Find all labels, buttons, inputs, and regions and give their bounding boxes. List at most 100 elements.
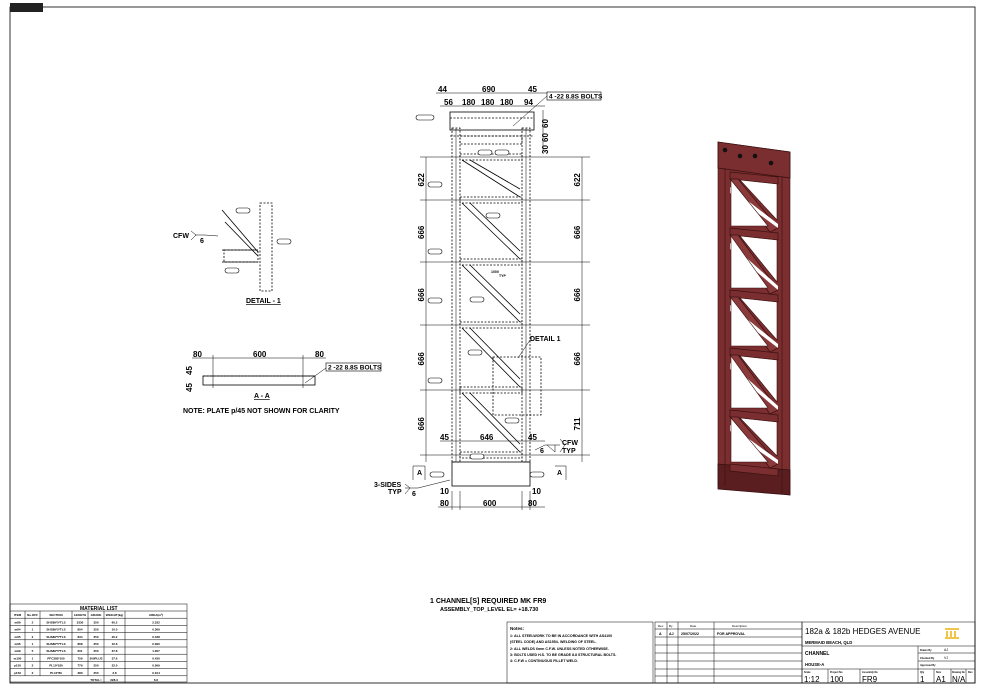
material-cell: 250 — [93, 671, 98, 675]
approved-by-label: Approved By — [920, 664, 936, 667]
material-cell: 779 — [77, 664, 82, 668]
diagonal-brace — [469, 264, 521, 315]
project-no: 100 — [830, 675, 844, 684]
bolt-dim-4: 180 — [500, 98, 514, 107]
section-aa-view: 80 600 80 45 45 2 -22 8.8S BOLTS A - A N… — [183, 350, 382, 415]
material-cell: 10.0 — [112, 628, 118, 632]
right-dim: 711 — [573, 417, 582, 430]
rev-row-rev: A — [659, 632, 662, 636]
iso-horizontal-member — [729, 409, 779, 423]
material-header-cell: LENGTH — [74, 613, 86, 617]
note-line-3: 2: ALL WELDS 6mm C.F.W. UNLESS NOTED OTH… — [510, 647, 609, 651]
detail-weld-size: 6 — [200, 238, 204, 245]
left-dim: 622 — [417, 173, 426, 187]
material-cell: SHS89*5*TLS — [46, 628, 65, 632]
diagonal-brace — [469, 159, 521, 190]
material-header-cell: No.OFF — [27, 613, 38, 617]
material-cell: PL10*180 — [49, 664, 63, 668]
rev-row-date: 25/07/2022 — [681, 632, 699, 636]
bolt-dim-3: 180 — [481, 98, 495, 107]
material-cell: m99 — [14, 649, 20, 653]
bottom-dim-main: 646 — [480, 433, 494, 442]
material-cell: 10.6 — [112, 642, 118, 646]
left-dim: 666 — [417, 225, 426, 239]
size-label: Size — [936, 671, 942, 674]
checked-by-label: Checked By — [920, 657, 935, 660]
iso-opening — [730, 355, 769, 409]
iso-horizontal-member — [729, 463, 779, 477]
section-marker-right: A — [557, 470, 562, 477]
bolt-dim-2: 180 — [462, 98, 476, 107]
diagonal-brace — [469, 327, 521, 380]
drawing-no-label: Drawing No — [952, 672, 965, 674]
material-cell: 20.2 — [112, 635, 118, 639]
base-width-left: 80 — [440, 499, 449, 508]
top-dim-left: 44 — [438, 85, 447, 94]
notes-block: Notes: 1: ALL STEELWORK TO BE IN ACCORDA… — [506, 621, 654, 684]
iso-opening — [730, 297, 769, 347]
section-aa-note: NOTE: PLATE p/45 NOT SHOWN FOR CLARITY — [183, 408, 340, 415]
project-no-label: Project No — [830, 671, 843, 674]
material-cell: 868 — [77, 642, 82, 646]
material-cell: 350 — [93, 628, 98, 632]
material-cell: 759 — [77, 656, 82, 660]
requirement-line-1: 1 CHANNEL[S] REQUIRED MK FR9 — [430, 598, 546, 605]
iso-horizontal-member — [729, 347, 779, 361]
spacing-typ: TYP — [499, 274, 506, 278]
material-cell: SHS89*5*TLS — [46, 649, 65, 653]
material-cell: m96 — [14, 642, 20, 646]
revision-table: Rev By Date Description A AJ 25/07/2022 … — [654, 621, 803, 684]
iso-opening — [739, 355, 778, 403]
diagonal-brace — [461, 327, 521, 388]
material-cell: m100 — [14, 656, 22, 660]
material-cell: SHS89*5*TLS — [46, 620, 65, 624]
material-cell: PL10*80 — [50, 671, 62, 675]
material-cell: 2 — [32, 671, 34, 675]
scale-label: Scale — [804, 671, 811, 674]
material-cell: 834 — [77, 635, 82, 639]
drawn-by: AJ — [944, 648, 948, 652]
material-cell: 1.007 — [152, 649, 160, 653]
detail-1-view: CFW 6 DETAIL - 1 — [173, 202, 292, 305]
base-dim-left: 10 — [440, 487, 449, 496]
rev-header-rev: Rev — [658, 624, 664, 628]
material-cell: 0.430 — [152, 656, 160, 660]
bolt-dim-1: 56 — [444, 98, 453, 107]
note-line-2: (STEEL CODE) AND AS1554- WELDING OF STEE… — [510, 640, 597, 644]
assembly-no: FR9 — [862, 675, 878, 684]
cfw-label-right: CFW — [562, 440, 578, 447]
material-cell: 60.2 — [112, 620, 118, 624]
diagonal-brace — [461, 159, 521, 198]
detail-1-callout-box — [492, 356, 542, 416]
assembly-label: Assembly No — [862, 671, 878, 674]
iso-opening — [739, 297, 778, 341]
scale-value: 1:12 — [804, 675, 820, 684]
right-dim: 622 — [573, 173, 582, 187]
three-sides-typ: TYP — [388, 489, 402, 496]
project-location: MERMAID BEACH, QLD — [805, 640, 852, 645]
material-header-cell: AREA(m²) — [149, 613, 163, 617]
material-cell: 5 — [32, 649, 34, 653]
note-line-4: 3: BOLTS USED H.S. TO BE GRADE 8.8 STRUC… — [510, 653, 616, 657]
material-cell: 0.369 — [152, 628, 160, 632]
aa-vert-dim-2: 45 — [185, 383, 194, 392]
material-cell: 804 — [77, 628, 82, 632]
material-cell: 1 — [32, 656, 34, 660]
drawing-no: N/A — [952, 675, 966, 684]
iso-opening — [730, 235, 769, 289]
material-cell: PFC380*100 — [47, 656, 65, 660]
title-block: 182a & 182b HEDGES AVENUE MERMAID BEACH,… — [801, 621, 976, 684]
qty-label: Qty — [920, 671, 925, 674]
cfw-typ-right: TYP — [562, 448, 576, 455]
spacing-note: 1000 — [491, 270, 499, 274]
material-header-cell: SECTION — [49, 613, 62, 617]
material-cell: 1 — [32, 628, 34, 632]
elevation-view: DETAIL 1 1000 TYP 44 690 45 56 180 180 1… — [374, 85, 603, 510]
requirement-line-2: ASSEMBLY_TOP_LEVEL EL= +18.730 — [440, 607, 538, 613]
diagonal-brace — [469, 392, 521, 445]
weld-size-left: 6 — [412, 491, 416, 498]
material-cell: 350 — [93, 642, 98, 646]
iso-horizontal-member — [729, 227, 779, 241]
